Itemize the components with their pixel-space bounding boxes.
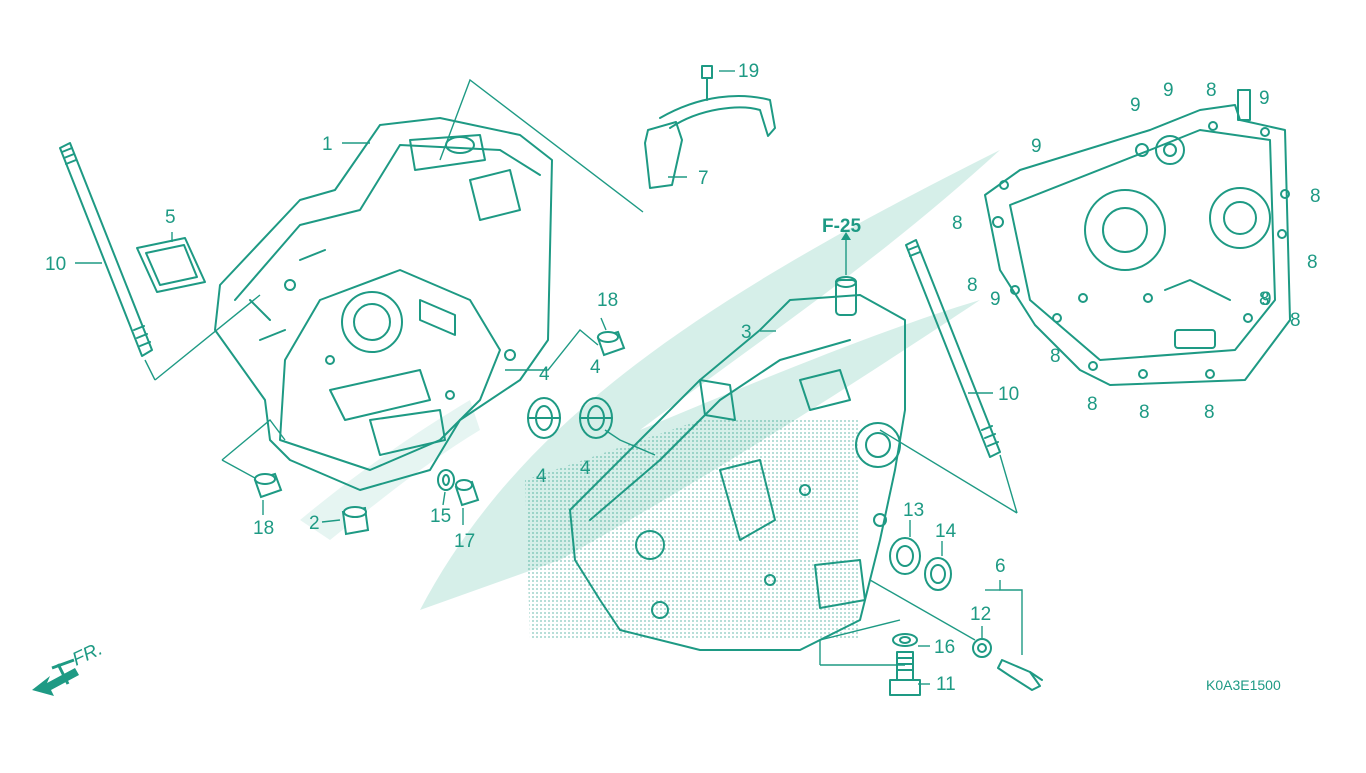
front-label: FR. (69, 639, 106, 671)
callout-4: 4 (536, 466, 547, 487)
bolt-11[interactable] (889, 651, 921, 696)
breather-tube[interactable] (644, 65, 776, 189)
callout-10: 10 (45, 254, 66, 275)
washer-16[interactable] (892, 633, 918, 647)
callout-8: 8 (1310, 186, 1321, 207)
callout-8: 8 (967, 275, 978, 296)
callout-12: 12 (970, 604, 991, 625)
callout-labels: 1 2 3 4 4 4 4 5 6 7 8 8 8 8 8 8 8 8 8 8 … (45, 61, 1321, 695)
callout-10: 10 (998, 384, 1019, 405)
callout-13: 13 (903, 500, 924, 521)
callout-16: 16 (934, 637, 955, 658)
callout-8: 8 (1139, 402, 1150, 423)
right-crankcase[interactable] (569, 276, 906, 651)
leader-lines (75, 70, 1023, 685)
callout-9: 9 (990, 289, 1001, 310)
callout-4: 4 (539, 364, 550, 385)
front-arrow-icon: FR. (32, 639, 106, 696)
callout-8: 8 (1206, 80, 1217, 101)
stud-bolt-left[interactable] (59, 142, 153, 357)
callout-6: 6 (995, 556, 1006, 577)
collar-17[interactable] (454, 479, 480, 507)
callout-18: 18 (253, 518, 274, 539)
callout-8: 8 (1087, 394, 1098, 415)
callout-9: 9 (1259, 88, 1270, 109)
left-crankcase[interactable] (214, 117, 553, 491)
callout-2: 2 (309, 513, 320, 534)
drain-plug-2[interactable] (341, 506, 370, 536)
callout-3: 3 (741, 322, 752, 343)
stud-bolt-right[interactable] (905, 239, 1001, 458)
callout-11: 11 (936, 674, 956, 695)
callout-14: 14 (935, 521, 957, 542)
callout-8: 8 (1204, 402, 1215, 423)
callout-1: 1 (322, 134, 333, 155)
callout-8: 8 (1050, 346, 1061, 367)
callout-19: 19 (738, 61, 759, 82)
bearing-4-right[interactable] (579, 397, 613, 439)
callout-5: 5 (165, 207, 176, 228)
callout-9: 9 (1031, 136, 1042, 157)
crankcase-outer-view[interactable] (984, 89, 1291, 386)
callout-9: 9 (1261, 289, 1272, 310)
callout-8: 8 (952, 213, 963, 234)
callout-8: 8 (1307, 252, 1318, 273)
callout-9: 9 (1163, 80, 1174, 101)
callout-4: 4 (590, 357, 601, 378)
callout-18: 18 (597, 290, 618, 311)
callout-8: 8 (1259, 289, 1270, 310)
washer-12[interactable] (972, 638, 992, 658)
oil-strainer-screen[interactable] (136, 237, 206, 293)
gasket-sheet (525, 420, 860, 640)
dowel-pin-18-upper[interactable] (596, 330, 626, 357)
callout-7: 7 (698, 168, 709, 189)
bearing-13[interactable] (889, 537, 921, 575)
callout-9: 9 (1130, 95, 1141, 116)
washer-15[interactable] (437, 469, 455, 491)
dowel-pin-18-lower[interactable] (253, 472, 283, 499)
callout-17: 17 (454, 531, 475, 552)
figure-reference[interactable]: F-25 (822, 216, 862, 237)
callout-15: 15 (430, 506, 451, 527)
callout-8: 8 (1290, 310, 1301, 331)
oil-seal-14[interactable] (924, 557, 952, 591)
callout-4: 4 (580, 458, 591, 479)
diagram-reference-code: K0A3E1500 (1206, 677, 1281, 693)
neutral-switch-6[interactable] (997, 659, 1043, 691)
bearing-4-left[interactable] (527, 397, 561, 439)
